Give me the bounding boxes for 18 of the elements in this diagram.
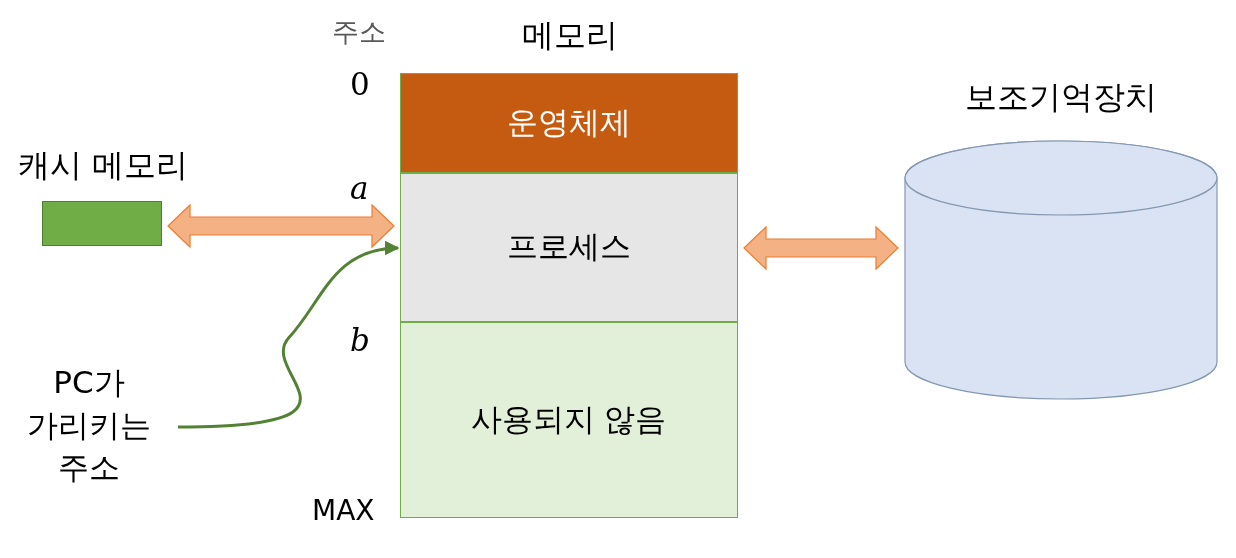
double-arrow xyxy=(743,225,899,271)
address-value: 0 xyxy=(350,66,370,102)
address-value: MAX xyxy=(312,494,375,527)
double-arrow xyxy=(167,203,395,249)
storage-heading: 보조기억장치 xyxy=(964,77,1158,118)
segment-label: 프로세스 xyxy=(506,227,631,266)
memory-heading: 메모리 xyxy=(521,15,619,56)
segment-label: 운영체제 xyxy=(506,102,631,142)
segment-label: 사용되지 않음 xyxy=(470,399,667,439)
memory-segment xyxy=(399,72,738,173)
pc-address-text: PC가 가리키는 주소 xyxy=(26,362,152,488)
address-value: b xyxy=(350,322,370,358)
memory-segment xyxy=(399,321,738,518)
cache-heading: 캐시 메모리 xyxy=(16,145,190,186)
address-value: a xyxy=(350,170,369,206)
memory-segment xyxy=(399,172,738,322)
address-heading: 주소 xyxy=(332,15,386,49)
curved-arrow xyxy=(177,241,400,429)
